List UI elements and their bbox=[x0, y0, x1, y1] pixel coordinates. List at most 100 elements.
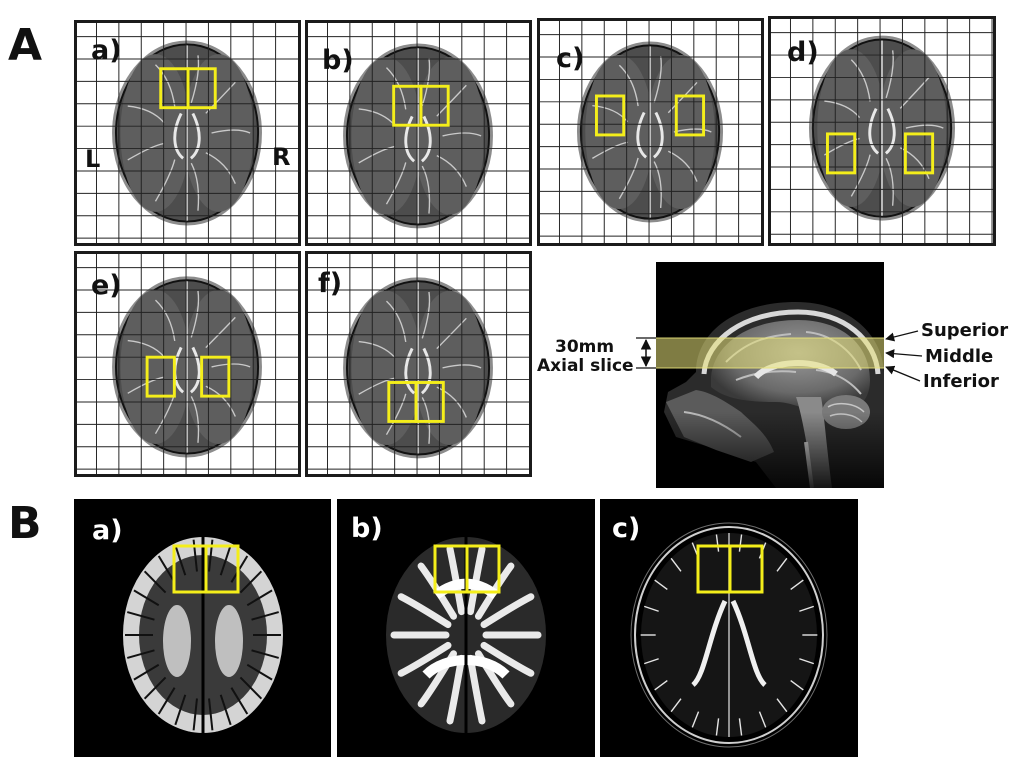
axial-mri-slice bbox=[771, 19, 993, 243]
sulcus bbox=[157, 687, 176, 715]
csf-sulcus bbox=[654, 579, 668, 591]
csf-sulcus bbox=[715, 534, 720, 552]
csf-sulcus bbox=[670, 557, 682, 572]
sulcus bbox=[653, 161, 662, 208]
sulcus bbox=[127, 376, 165, 394]
lateral-ventricles bbox=[404, 347, 432, 395]
sulcus bbox=[239, 676, 263, 700]
sulcus bbox=[421, 165, 431, 214]
sulcus bbox=[239, 570, 263, 594]
panel-label: a) bbox=[91, 35, 122, 66]
lateral-ventricles bbox=[636, 111, 664, 159]
white-matter-tract bbox=[474, 562, 515, 620]
csf-sulcus bbox=[654, 679, 668, 691]
sulcus bbox=[386, 300, 407, 343]
roi-box bbox=[145, 355, 176, 398]
sulcus bbox=[251, 649, 280, 659]
sulcus bbox=[133, 663, 160, 681]
panel-label: f) bbox=[318, 268, 343, 299]
roi-box bbox=[595, 94, 626, 137]
sulcus bbox=[436, 84, 467, 117]
csf-sulcus bbox=[643, 605, 659, 612]
left-side-label: L bbox=[85, 145, 101, 173]
sulcus bbox=[174, 694, 187, 726]
sulcus bbox=[205, 81, 236, 114]
sulcus bbox=[673, 128, 712, 133]
ventricle-csf bbox=[691, 599, 767, 687]
axial-panel-d: d) bbox=[768, 16, 996, 246]
sulcus bbox=[133, 589, 160, 607]
slab-caption-label: Axial slice bbox=[537, 356, 634, 376]
sulcus bbox=[421, 58, 431, 106]
white-matter-tract bbox=[446, 654, 466, 725]
roi-box bbox=[826, 132, 857, 175]
csf-sulcus bbox=[776, 698, 788, 713]
right-hemisphere bbox=[878, 49, 947, 207]
sulcus bbox=[850, 154, 871, 197]
sulcus bbox=[592, 141, 628, 159]
white-matter-tract bbox=[466, 545, 486, 616]
csf-sulcus bbox=[738, 534, 743, 552]
sagittal-head-drawing bbox=[656, 302, 884, 488]
roi-box bbox=[674, 94, 706, 137]
sulcus bbox=[205, 316, 236, 349]
grey-matter-map bbox=[123, 537, 283, 733]
axial-panel-b: b) bbox=[305, 20, 532, 246]
sulcus bbox=[618, 157, 639, 200]
sulcus bbox=[205, 152, 236, 184]
superior-arrow bbox=[885, 330, 919, 342]
white-matter-tract bbox=[480, 641, 535, 677]
white-matter-tract bbox=[480, 593, 535, 629]
csf-sulcus bbox=[643, 658, 659, 665]
roi-box-right bbox=[728, 544, 764, 594]
sulcus bbox=[190, 55, 200, 104]
left-hemisphere bbox=[351, 290, 422, 445]
csf-sulcus bbox=[776, 557, 788, 572]
sulcus bbox=[442, 132, 482, 137]
sulcus bbox=[157, 555, 176, 583]
roi-box bbox=[414, 381, 445, 423]
sulcus bbox=[436, 155, 467, 187]
axial-panel-f: f) bbox=[305, 251, 532, 477]
section-b-letter: B bbox=[8, 498, 42, 549]
sulcus bbox=[155, 299, 176, 342]
sulcus bbox=[358, 340, 396, 359]
sulcus bbox=[143, 676, 167, 700]
sulcus bbox=[192, 698, 198, 731]
right-hemisphere bbox=[183, 289, 254, 445]
roi-box bbox=[186, 67, 217, 110]
left-hemisphere bbox=[817, 49, 886, 207]
roi-box-right bbox=[204, 544, 240, 594]
roi-box bbox=[419, 84, 450, 127]
panel-label: c) bbox=[612, 513, 641, 544]
sulcus bbox=[205, 385, 236, 417]
white-matter-tract bbox=[466, 654, 486, 725]
sulcus bbox=[905, 124, 944, 129]
csf-sulcus bbox=[691, 711, 700, 728]
sulcus bbox=[208, 698, 214, 731]
segmentation-panel-c: c) bbox=[600, 499, 858, 757]
level-middle: Middle bbox=[925, 346, 994, 367]
sulcus bbox=[154, 64, 176, 107]
sulcus bbox=[154, 159, 176, 202]
sulcus bbox=[127, 339, 165, 358]
csf-outer-ring bbox=[634, 526, 824, 744]
roi-box bbox=[200, 355, 231, 398]
sulcus bbox=[653, 55, 662, 103]
sulcus bbox=[358, 377, 396, 395]
inferior-arrow bbox=[885, 365, 921, 382]
slab-thickness-label: 30mm bbox=[555, 337, 615, 357]
sulcus bbox=[385, 162, 407, 205]
csf-sulcus bbox=[799, 605, 815, 612]
level-superior: Superior bbox=[921, 320, 1009, 341]
middle-arrow bbox=[885, 349, 923, 359]
level-inferior: Inferior bbox=[923, 371, 999, 392]
sulcus bbox=[219, 544, 232, 576]
lateral-ventricles bbox=[868, 107, 896, 155]
lateral-ventricles bbox=[173, 112, 201, 160]
sulcus bbox=[211, 129, 251, 134]
segmentation-panel-b: b) bbox=[337, 499, 595, 757]
left-hemisphere bbox=[120, 289, 191, 445]
axial-panel-e: e) bbox=[74, 251, 301, 477]
sulcus bbox=[190, 162, 200, 211]
